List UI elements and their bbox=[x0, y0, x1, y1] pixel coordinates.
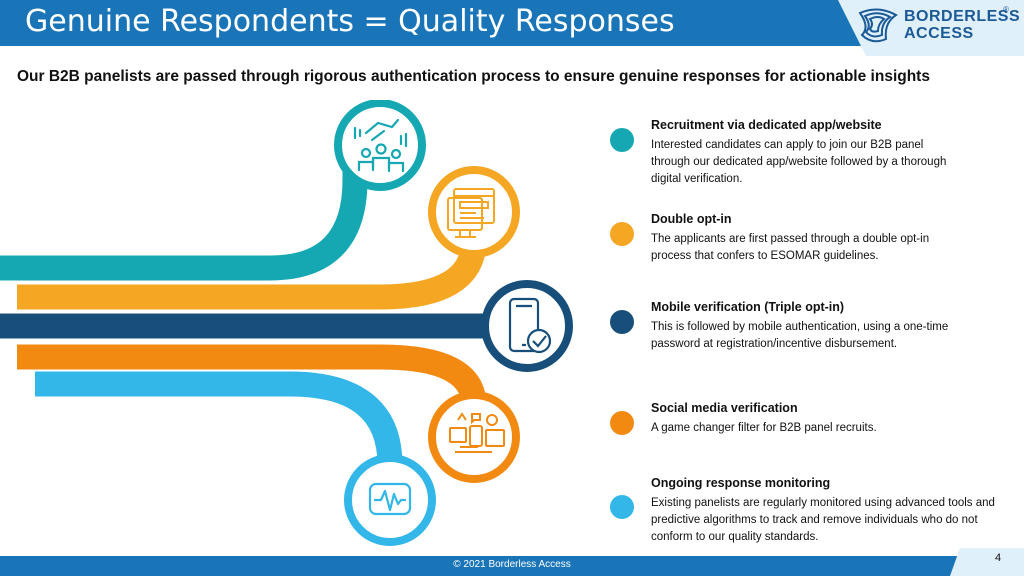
logo-wordmark: BORDERLESS ACCESS bbox=[904, 8, 1020, 42]
step-description: A game changer filter for B2B panel recr… bbox=[651, 422, 877, 434]
step-description: Interested candidates can apply to join … bbox=[651, 139, 947, 185]
skyblue-dot bbox=[610, 495, 634, 519]
step-description: This is followed by mobile authenticatio… bbox=[651, 321, 949, 350]
orange-dot bbox=[610, 411, 634, 435]
step-description: Existing panelists are regularly monitor… bbox=[651, 497, 995, 543]
skyblue-band bbox=[35, 371, 403, 490]
logo-line2: ACCESS bbox=[904, 25, 974, 42]
step-title: Mobile verification (Triple opt-in) bbox=[651, 300, 845, 314]
subtitle: Our B2B panelists are passed through rig… bbox=[17, 68, 930, 85]
logo-mark-icon bbox=[858, 8, 898, 43]
copyright: © 2021 Borderless Access bbox=[453, 559, 571, 570]
teal-band bbox=[0, 155, 368, 281]
step-title: Recruitment via dedicated app/website bbox=[651, 118, 882, 132]
logo-line1: BORDERLESS bbox=[904, 8, 1021, 25]
circle-social bbox=[428, 391, 520, 483]
page-number: 4 bbox=[995, 552, 1002, 564]
circle-mobile bbox=[481, 280, 573, 372]
step-title: Double opt-in bbox=[651, 212, 732, 226]
circle-recruitment bbox=[334, 100, 426, 191]
navy-dot bbox=[610, 310, 634, 334]
yellow-band bbox=[17, 212, 487, 310]
logo-registered: ® bbox=[1003, 5, 1009, 14]
footer-bar: © 2021 Borderless Access bbox=[0, 556, 1024, 576]
teal-dot bbox=[610, 128, 634, 152]
yellow-dot bbox=[610, 222, 634, 246]
step-title: Social media verification bbox=[651, 401, 798, 415]
step-description: The applicants are first passed through … bbox=[651, 233, 930, 262]
step-title: Ongoing response monitoring bbox=[651, 476, 831, 490]
page-title: Genuine Respondents = Quality Responses bbox=[25, 4, 675, 39]
circle-monitoring bbox=[344, 454, 436, 546]
page-number-box bbox=[950, 548, 1024, 576]
process-graphic bbox=[0, 100, 573, 546]
circle-double-optin bbox=[428, 166, 520, 258]
